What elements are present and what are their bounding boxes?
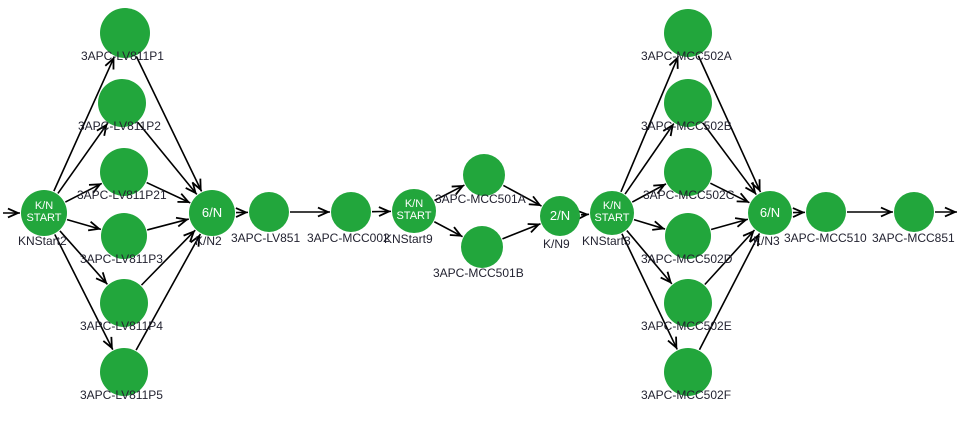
edge-knstart3-to-mcc502f	[621, 233, 678, 350]
node-mcc502f[interactable]	[664, 348, 712, 396]
node-mcc002[interactable]	[331, 192, 371, 232]
node-mcc501b[interactable]	[461, 226, 503, 268]
edge-kn3-to-mcc510	[792, 207, 806, 218]
edge-mcc501b-to-kn9	[502, 223, 541, 240]
edge-knstart2-to-lv811p21	[64, 182, 103, 203]
edge-kn2-to-lv851	[235, 207, 249, 218]
node-mcc502b[interactable]	[664, 79, 712, 127]
node-kn2[interactable]: 6/N	[189, 190, 235, 236]
node-lv811p2[interactable]	[98, 79, 146, 127]
edge-knstart2-to-lv811p5	[54, 234, 114, 351]
node-knstart2-inner-text: K/N START	[26, 200, 62, 224]
node-kn9-inner-text: 2/N	[549, 208, 571, 224]
node-kn3-inner-text: 6/N	[759, 205, 781, 221]
node-mcc502d[interactable]	[665, 213, 711, 259]
edge-knstart2-to-lv811p2	[57, 122, 109, 194]
node-kn3[interactable]: 6/N	[748, 191, 792, 235]
edge-knstart3-to-mcc502a	[620, 55, 680, 193]
edge-knstart2-to-lv811p4	[59, 230, 108, 285]
node-lv811p5[interactable]	[100, 348, 148, 396]
edge-entry-to-knstart2	[3, 207, 21, 219]
edge-lv811p1-to-kn2	[135, 56, 203, 192]
edge-lv811p21-to-kn2	[146, 181, 191, 204]
edge-knstart9-to-mcc501a	[434, 184, 465, 202]
edge-mcc502f-to-kn3	[698, 233, 761, 351]
edge-mcc502d-to-kn3	[710, 217, 749, 231]
node-mcc501a[interactable]	[463, 154, 505, 196]
node-knstart3[interactable]: K/N START	[590, 191, 634, 235]
edge-mcc501a-to-kn9	[502, 184, 542, 207]
node-mcc510[interactable]	[806, 192, 846, 232]
node-knstart2[interactable]: K/N START	[21, 190, 67, 236]
edge-mcc502b-to-kn3	[702, 122, 757, 196]
node-lv811p21[interactable]	[100, 148, 148, 196]
edge-knstart3-to-mcc502c	[631, 183, 667, 203]
edge-mcc502c-to-kn3	[710, 182, 750, 204]
edge-lv811p3-to-kn2	[147, 216, 189, 231]
edge-lv811p5-to-kn2	[135, 233, 202, 351]
edge-lv811p2-to-kn2	[137, 121, 198, 195]
edge-knstart2-to-lv811p3	[66, 218, 102, 232]
edge-kn9-to-knstart3	[576, 209, 590, 221]
edge-knstart9-to-mcc501b	[433, 221, 463, 238]
node-lv811p3[interactable]	[101, 213, 147, 259]
node-kn2-inner-text: 6/N	[201, 205, 223, 221]
node-mcc502c[interactable]	[664, 148, 712, 196]
node-kn9[interactable]: 2/N	[540, 196, 580, 236]
node-knstart3-inner-text: K/N START	[594, 200, 630, 224]
node-knstart9[interactable]: K/N START	[392, 189, 436, 233]
node-mcc502e[interactable]	[664, 279, 712, 327]
node-lv851[interactable]	[249, 192, 289, 232]
node-lv811p4[interactable]	[100, 279, 148, 327]
node-knstart9-inner-text: K/N START	[396, 198, 432, 222]
edge-knstart3-to-mcc502e	[626, 230, 673, 285]
edge-lv811p4-to-kn2	[140, 229, 196, 286]
edge-mcc510-to-mcc851	[847, 206, 894, 218]
edge-mcc502e-to-kn3	[704, 229, 756, 286]
node-mcc502a[interactable]	[664, 9, 712, 57]
edge-knstart3-to-mcc502d	[633, 218, 666, 231]
edge-mcc002-to-knstart9	[371, 206, 392, 217]
edge-knstart3-to-mcc502b	[624, 123, 675, 195]
node-mcc851[interactable]	[894, 192, 934, 232]
edge-mcc851-to-exit	[935, 206, 958, 218]
edge-lv851-to-mcc002	[290, 206, 331, 218]
node-lv811p1[interactable]	[100, 8, 150, 58]
edge-knstart2-to-lv811p1	[53, 56, 116, 192]
